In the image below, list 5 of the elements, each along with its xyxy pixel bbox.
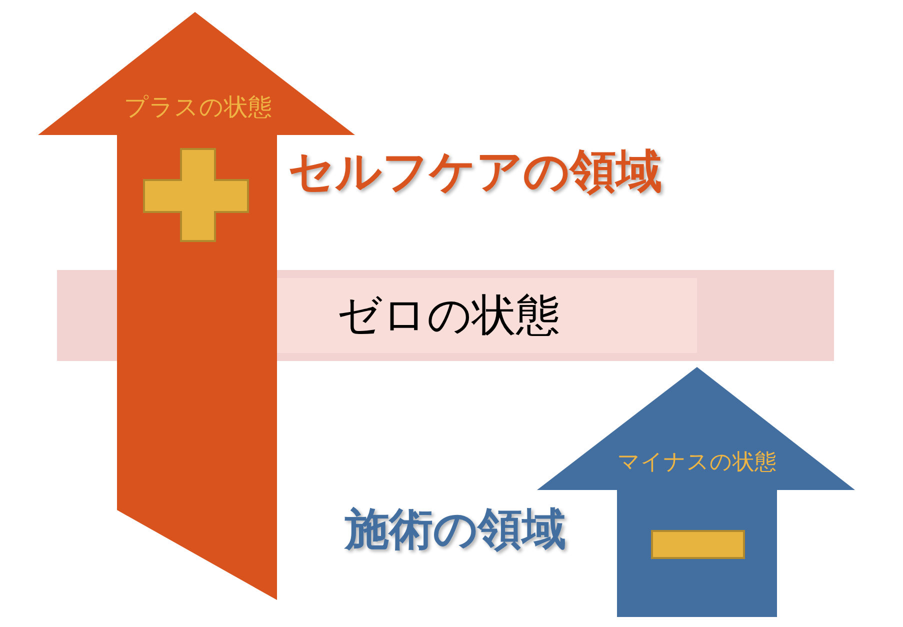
state-label: マイナスの状態	[616, 449, 778, 476]
region-title: セルフケアの領域	[288, 148, 662, 194]
region-title: 施術の領域	[345, 508, 566, 552]
state-label: プラスの状態	[123, 92, 273, 122]
zero-state-text: ゼロの状態	[277, 278, 697, 353]
